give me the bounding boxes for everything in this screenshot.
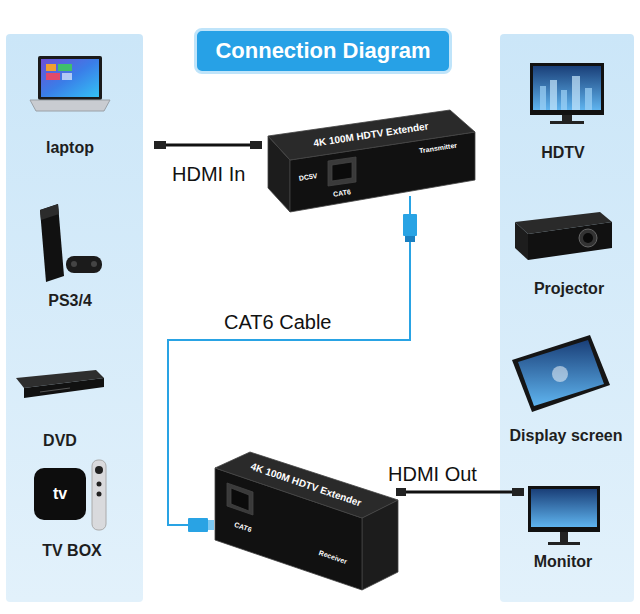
device-name: Projector xyxy=(534,279,604,299)
device-name: Monitor xyxy=(534,552,593,572)
tv-box-icon xyxy=(34,460,106,530)
side-panel-part xyxy=(6,34,143,602)
monitor-icon-part xyxy=(560,532,568,542)
rj45-plug-part xyxy=(405,236,415,242)
projector-icon-part xyxy=(515,222,528,260)
device-name: TV BOX xyxy=(42,541,102,561)
hdmi-cable-part xyxy=(154,141,166,149)
side-panel xyxy=(6,34,634,602)
housing-face xyxy=(231,488,249,511)
device-name: PS3/4 xyxy=(48,291,92,311)
console-icon-part xyxy=(71,261,77,267)
display-screen-icon-part xyxy=(518,340,604,406)
rj45-plug-part xyxy=(409,196,411,214)
monitor-icon-part xyxy=(528,486,600,532)
device-label: Projector xyxy=(534,279,604,299)
hdtv-icon-part xyxy=(533,66,601,110)
display-screen-icon xyxy=(512,335,610,412)
console-icon-part xyxy=(66,256,102,273)
extender-unit: 4K 100M HDTV ExtenderReceiverCAT6 xyxy=(205,445,405,595)
hdmi-cable-part xyxy=(396,488,406,496)
port-label: HDMI Out xyxy=(388,463,477,485)
device-name: DVD xyxy=(43,431,77,451)
laptop-icon-part xyxy=(38,56,102,100)
rj45-plug-part xyxy=(403,214,417,236)
console-icon-part xyxy=(40,204,64,282)
device-label: PS3/4 xyxy=(48,291,92,311)
housing-face xyxy=(215,452,398,518)
housing-face xyxy=(328,157,356,186)
laptop-icon-part xyxy=(46,64,56,71)
device-label: Monitor xyxy=(534,552,593,572)
laptop-icon-part xyxy=(46,73,60,80)
extender-housing xyxy=(205,445,405,595)
device-name: Display screen xyxy=(510,426,623,446)
hdtv-icon-part xyxy=(562,115,572,121)
hdmi-cable xyxy=(154,141,524,496)
device-label: DVD xyxy=(43,431,77,451)
tv-box-icon-part xyxy=(97,482,102,487)
tv-box-icon-part xyxy=(34,468,86,520)
hdtv-icon-part xyxy=(550,121,584,124)
hdmi-cable-part xyxy=(404,491,514,494)
hdtv-icon-part xyxy=(585,88,592,110)
hdtv-icon-part xyxy=(540,86,546,110)
tv-box-icon-part xyxy=(97,492,102,497)
console-icon-part xyxy=(91,261,97,267)
projector-icon-part xyxy=(579,229,597,247)
monitor-icon-part xyxy=(548,542,580,545)
housing-face xyxy=(268,110,475,160)
title-banner: Connection Diagram xyxy=(194,28,451,74)
laptop-icon-part xyxy=(62,73,72,80)
device-label: Display screen xyxy=(510,426,623,446)
console-icon-part xyxy=(40,204,59,220)
port-label: HDMI In xyxy=(172,163,245,185)
housing-face xyxy=(332,162,352,181)
hdtv-icon xyxy=(530,63,604,124)
housing-face xyxy=(227,483,253,515)
device-name: laptop xyxy=(46,138,94,158)
network-cable xyxy=(168,213,410,525)
laptop-icon-part xyxy=(41,59,99,97)
projector-icon xyxy=(515,212,612,260)
dvd-player-icon xyxy=(16,370,104,398)
console-icon xyxy=(40,204,102,282)
dvd-player-icon-part xyxy=(24,378,104,398)
hdtv-icon-part xyxy=(561,90,567,110)
device-label: HDTV xyxy=(541,143,585,163)
dvd-player-icon-part xyxy=(40,388,70,392)
hdmi-cable-part xyxy=(512,488,524,496)
laptop-icon xyxy=(30,56,110,111)
monitor-icon-part xyxy=(531,489,597,527)
device-label: laptop xyxy=(46,138,94,158)
monitor-icon xyxy=(528,486,600,545)
display-screen-icon-part xyxy=(552,366,568,382)
hdtv-icon-part xyxy=(572,76,580,110)
tv-box-icon-part xyxy=(92,460,106,530)
projector-icon-part xyxy=(528,222,612,260)
device-label: TV BOX xyxy=(42,541,102,561)
hdtv-icon-part xyxy=(550,80,557,110)
tv-box-icon-part xyxy=(95,466,103,474)
laptop-icon-part xyxy=(30,100,110,111)
brand-logo: tv xyxy=(53,485,67,503)
laptop-icon-part xyxy=(58,64,72,71)
projector-icon-part xyxy=(583,233,593,243)
rj45-plug-part xyxy=(208,520,214,530)
device-name: HDTV xyxy=(541,143,585,163)
hdtv-icon-part xyxy=(530,63,604,115)
display-screen-icon-part xyxy=(512,335,610,412)
cable-label: CAT6 Cable xyxy=(222,311,333,333)
extender-unit: 4K 100M HDTV ExtenderTransmitterDC5VCAT6 xyxy=(250,105,480,213)
rj45-plug-part xyxy=(188,518,208,532)
extender-housing xyxy=(250,105,480,213)
side-panel-part xyxy=(500,34,634,602)
hdmi-cable-part xyxy=(250,141,262,149)
hdmi-cable-part xyxy=(164,144,252,147)
